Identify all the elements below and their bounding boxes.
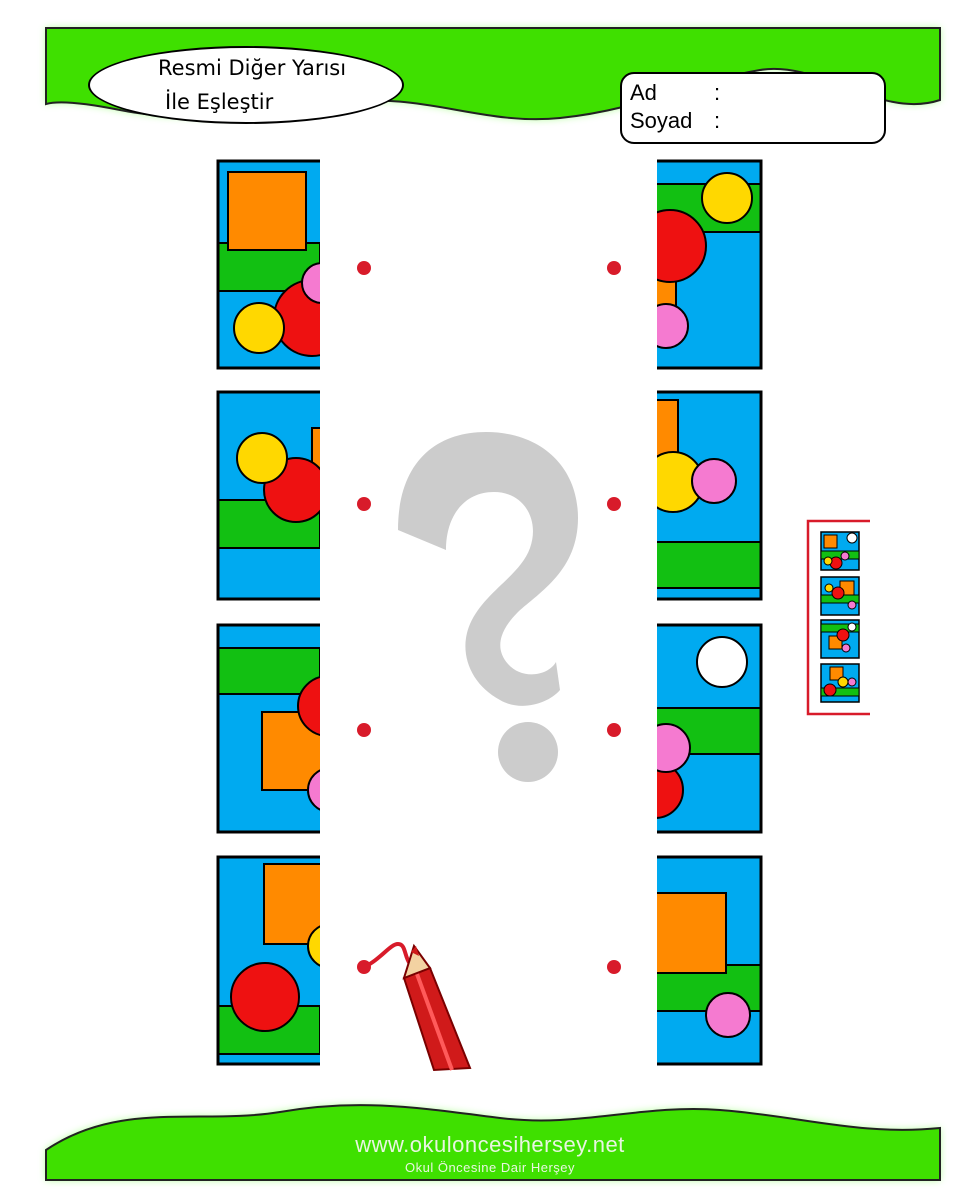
match-dot-right-4[interactable]: [607, 960, 621, 974]
right-half-4[interactable]: [632, 855, 763, 1066]
match-dot-left-3[interactable]: [357, 723, 371, 737]
title-oval: [88, 46, 404, 124]
left-half-3[interactable]: [216, 623, 358, 834]
last-name-label: Soyad: [630, 108, 693, 133]
first-name-label: Ad: [630, 80, 657, 105]
footer-tagline: Okul Öncesine Dair Herşey: [405, 1160, 575, 1175]
last-name-row[interactable]: Soyad :: [630, 108, 720, 134]
last-name-colon: :: [714, 108, 721, 133]
answer-key-thumb-4: [820, 663, 860, 703]
title-line-1: Resmi Diğer Yarısı: [158, 56, 347, 80]
answer-key-thumb-3: [820, 619, 860, 659]
right-half-2[interactable]: [643, 390, 763, 601]
left-half-2[interactable]: [216, 390, 352, 601]
right-half-3[interactable]: [627, 623, 763, 834]
left-half-4[interactable]: [216, 855, 352, 1066]
answer-key-thumb-1: [820, 531, 860, 571]
title-line-2: İle Eşleştir: [165, 90, 274, 114]
student-name-box[interactable]: Ad : Soyad :: [620, 72, 886, 144]
answer-key-thumb-2: [820, 576, 860, 616]
match-dot-right-3[interactable]: [607, 723, 621, 737]
first-name-colon: :: [714, 80, 721, 105]
match-dot-right-2[interactable]: [607, 497, 621, 511]
answer-key: [806, 519, 870, 716]
match-dot-left-1[interactable]: [357, 261, 371, 275]
question-mark-icon: [398, 432, 578, 706]
left-half-1[interactable]: [216, 159, 350, 370]
match-dot-left-2[interactable]: [357, 497, 371, 511]
footer-url[interactable]: www.okuloncesihersey.net: [355, 1132, 625, 1157]
red-pencil-icon: [362, 941, 472, 1072]
match-dot-right-1[interactable]: [607, 261, 621, 275]
bottom-banner: [45, 1104, 941, 1181]
right-half-1[interactable]: [634, 159, 763, 370]
question-mark-dot: [498, 722, 558, 782]
first-name-row[interactable]: Ad :: [630, 80, 720, 106]
